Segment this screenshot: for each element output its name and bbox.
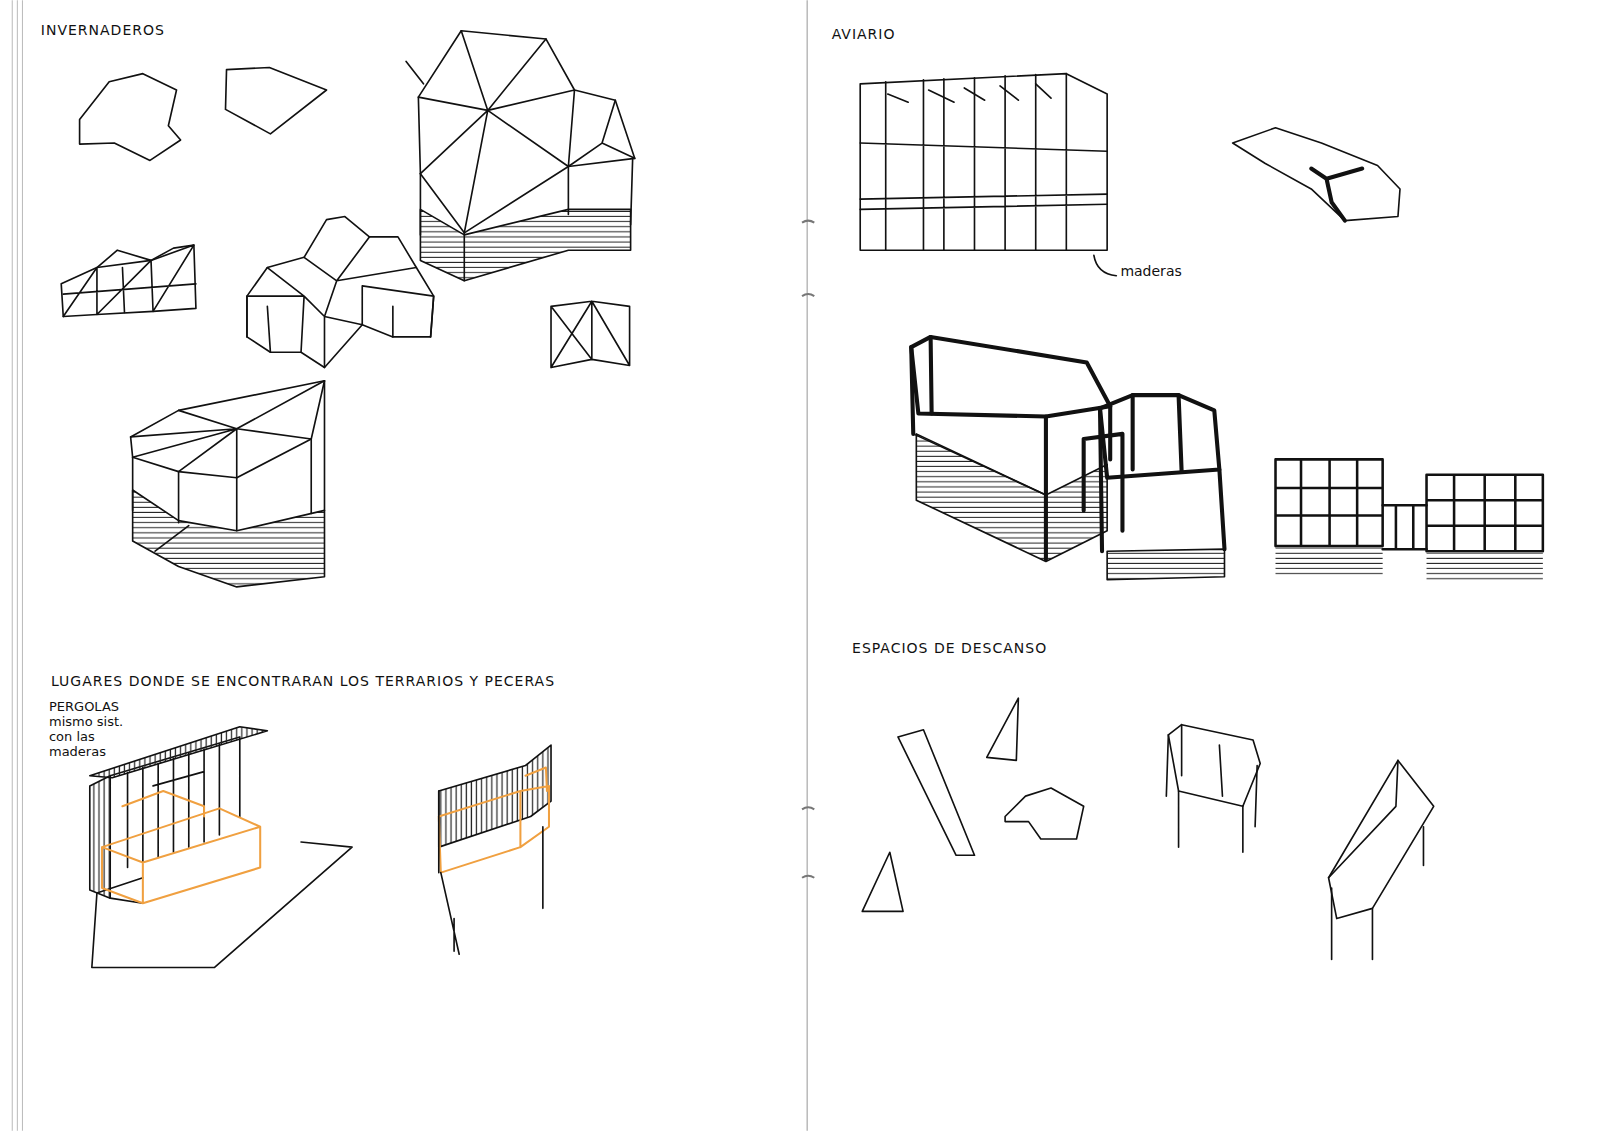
design-note: PERGOLAS mismo sist. con las maderas [49, 700, 131, 760]
material-note: maderas [1120, 263, 1181, 280]
section-title: ESPACIOS DE DESCANSO [852, 640, 1047, 657]
section-title: LUGARES DONDE SE ENCONTRARAN LOS TERRARI… [51, 673, 555, 690]
section-title: AVIARIO [832, 26, 896, 43]
section-title: INVERNADEROS [41, 22, 165, 39]
